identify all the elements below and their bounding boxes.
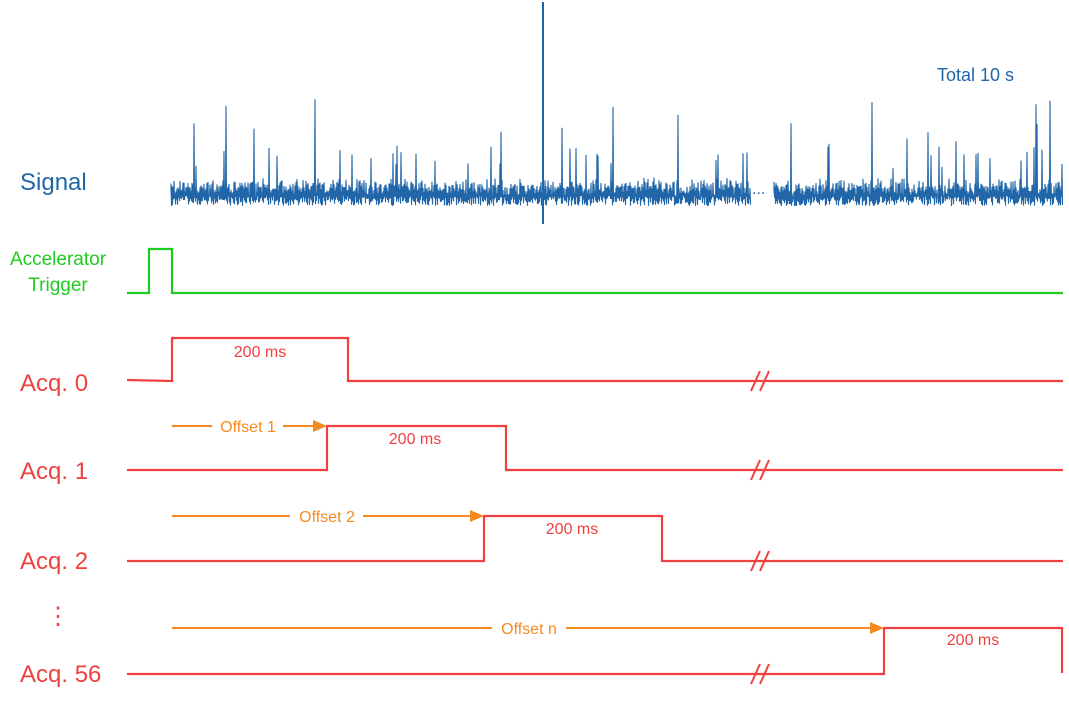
signal-total-label: Total 10 s [937,65,1014,85]
acq-56-offset-arrow [172,622,884,634]
acq-1-break-marker [750,459,770,481]
acq-0-label: Acq. 0 [20,370,88,397]
signal-waveform [170,2,1064,224]
acq-56-window-label: 200 ms [947,632,999,649]
acq-2-offset-label: Offset 2 [299,509,355,526]
acq-ellipsis-marker: ⋮ [46,603,70,630]
signal-trace-segment-1 [170,99,752,207]
acq-0-break-marker [750,370,770,392]
signal-trace-segment-2 [773,100,1064,207]
acq-1-window-label: 200 ms [389,431,441,448]
acq-56-break-marker [750,663,770,685]
acq-2-waveform [127,514,1063,563]
acq-56-offset-label: Offset n [501,621,557,638]
acq-2-offset-arrow [172,510,484,522]
acq-1-offset-label: Offset 1 [220,419,276,436]
signal-label: Signal [20,169,87,196]
acq-56-label: Acq. 56 [20,661,101,688]
signal-gap-marker: ... [752,181,765,198]
acq-0-waveform [126,336,1063,383]
trigger-pulse-line [127,247,1063,295]
acq-56-waveform [127,626,1064,676]
acq-2-label: Acq. 2 [20,548,88,575]
acq-1-waveform [127,424,1063,472]
acq-1-label: Acq. 1 [20,458,88,485]
acq-2-window-label: 200 ms [546,521,598,538]
trigger-label-line1: Accelerator [10,249,107,270]
acq-1-offset-arrow [172,420,327,432]
trigger-label-line2: Trigger [28,275,88,296]
acq-2-break-marker [750,550,770,572]
acq-0-window-label: 200 ms [234,344,286,361]
